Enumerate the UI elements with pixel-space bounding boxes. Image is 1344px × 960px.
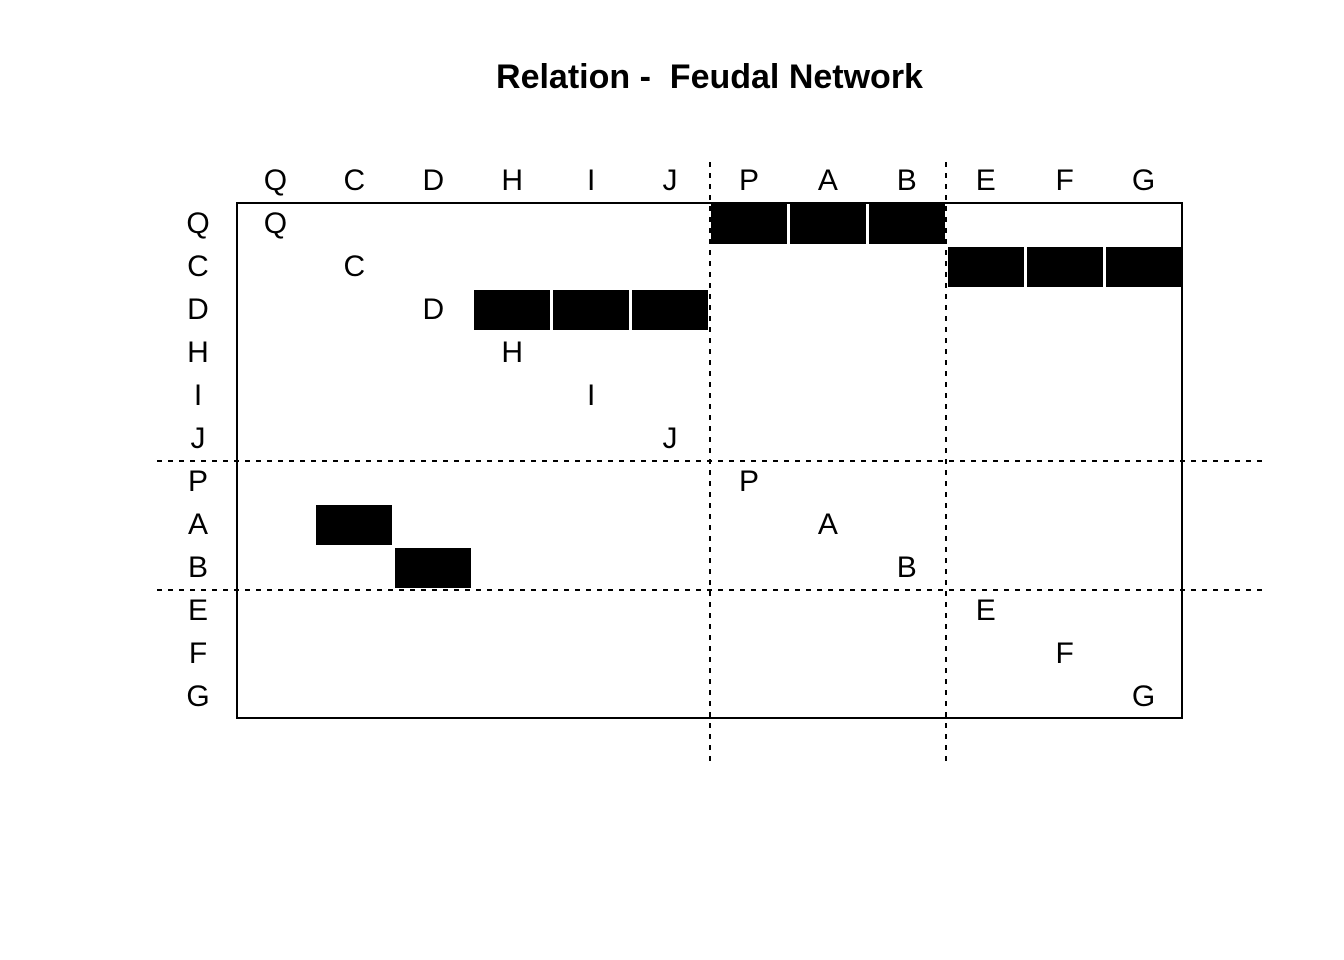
row-label-B: B <box>187 551 209 585</box>
group-divider-horizontal-2 <box>157 588 1262 591</box>
col-label-I: I <box>586 164 596 197</box>
diagonal-label-E: E <box>975 594 996 628</box>
tie-cell-D-I <box>553 289 630 330</box>
row-label-C: C <box>187 249 209 283</box>
chart-title: Relation - Feudal Network <box>496 58 923 96</box>
tie-cell-A-C <box>316 505 393 546</box>
col-label-F: F <box>1055 164 1074 197</box>
row-label-I: I <box>193 378 203 412</box>
tie-cell-D-J <box>632 289 708 330</box>
row-label-A: A <box>187 508 209 542</box>
diagonal-label-D: D <box>422 292 445 326</box>
diagonal-label-G: G <box>1131 680 1156 714</box>
diagonal-label-P: P <box>738 465 759 499</box>
row-label-Q: Q <box>186 206 210 240</box>
tie-cell-Q-P <box>711 203 787 244</box>
diagonal-label-F: F <box>1055 637 1074 671</box>
col-label-B: B <box>896 164 917 197</box>
tie-cell-Q-B <box>868 203 945 244</box>
row-label-D: D <box>187 292 209 326</box>
diagonal-label-I: I <box>586 378 596 412</box>
diagonal-label-J: J <box>662 421 678 455</box>
col-label-H: H <box>501 164 524 197</box>
row-label-P: P <box>187 465 209 499</box>
col-label-G: G <box>1131 164 1156 197</box>
group-divider-vertical-2 <box>945 162 948 765</box>
row-label-E: E <box>187 594 209 628</box>
diagonal-label-H: H <box>501 335 524 369</box>
tie-cell-C-F <box>1026 246 1103 287</box>
diagonal-label-B: B <box>896 551 917 585</box>
diagonal-label-C: C <box>343 249 366 283</box>
col-label-J: J <box>662 164 678 197</box>
col-label-E: E <box>975 164 996 197</box>
col-label-A: A <box>817 164 838 197</box>
col-label-C: C <box>343 164 366 197</box>
col-label-D: D <box>422 164 445 197</box>
tie-cell-Q-A <box>789 203 866 244</box>
row-label-F: F <box>188 637 208 671</box>
row-label-J: J <box>190 421 206 455</box>
tie-cell-D-H <box>474 289 551 330</box>
tie-cell-B-D <box>395 548 472 589</box>
group-divider-horizontal-1 <box>157 459 1262 462</box>
row-label-G: G <box>186 680 210 714</box>
col-label-P: P <box>738 164 759 197</box>
row-label-H: H <box>187 335 209 369</box>
tie-cell-C-E <box>947 246 1024 287</box>
tie-cell-C-G <box>1105 246 1182 287</box>
group-divider-vertical-1 <box>708 162 711 765</box>
diagonal-label-Q: Q <box>263 206 288 240</box>
col-label-Q: Q <box>263 164 288 197</box>
diagonal-label-A: A <box>817 508 838 542</box>
